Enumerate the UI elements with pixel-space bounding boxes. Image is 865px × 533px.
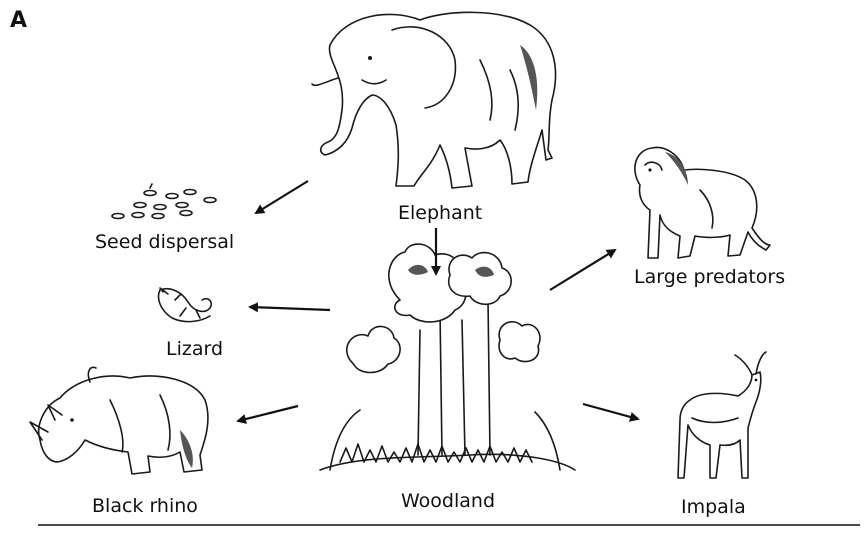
seeds-illustration: [112, 184, 216, 219]
label-woodland: Woodland: [401, 492, 495, 511]
label-black-rhino: Black rhino: [92, 497, 198, 516]
black-rhino-illustration: [30, 367, 208, 474]
woodland-illustration: [320, 244, 575, 470]
label-lizard: Lizard: [166, 340, 223, 359]
label-impala: Impala: [681, 498, 746, 517]
label-seed-dispersal: Seed dispersal: [95, 233, 234, 252]
panel-label: A: [10, 10, 27, 32]
arrow-woodland-to-lizard: [250, 307, 330, 310]
arrow-woodland-to-large-predators: [550, 250, 615, 290]
label-elephant: Elephant: [398, 204, 482, 223]
label-large-predators: Large predators: [634, 268, 785, 287]
elephant-illustration: [312, 12, 556, 188]
arrow-woodland-to-impala: [583, 404, 638, 419]
lizard-illustration: [159, 288, 212, 322]
lion-illustration: [635, 147, 770, 258]
arrow-woodland-to-black-rhino: [238, 406, 298, 421]
arrow-elephant-to-seed-dispersal: [256, 181, 308, 213]
impala-illustration: [678, 352, 766, 478]
